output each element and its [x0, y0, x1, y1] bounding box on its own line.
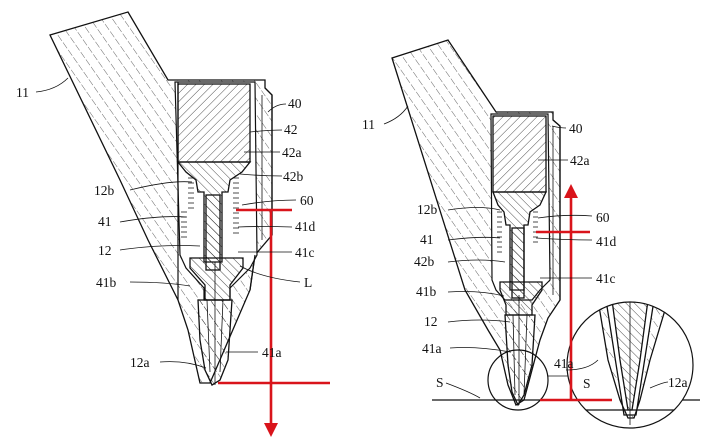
label-40-left: 40 [288, 96, 302, 111]
detail-circle-small [487, 349, 549, 411]
label-S-detail: S [583, 376, 591, 391]
detail-circle-large [566, 301, 694, 429]
red-arrowhead-down [264, 423, 278, 437]
label-41a-detail: 41a [554, 356, 574, 371]
label-41b-left: 41b [96, 275, 117, 290]
needle-41a-right [504, 314, 536, 407]
needle-edge-right-a [512, 314, 516, 396]
label-41c-left: 41c [295, 245, 315, 260]
spring-60-right [497, 211, 538, 253]
label-42b-right: 42b [414, 254, 435, 269]
detail-view [567, 302, 693, 428]
label-42a-left: 42a [282, 145, 302, 160]
label-41d-left: 41d [295, 219, 316, 234]
label-41-right: 41 [420, 232, 434, 247]
label-41c-right: 41c [596, 271, 616, 286]
label-40-right: 40 [569, 121, 583, 136]
label-60-left: 60 [300, 193, 314, 208]
label-L-left: L [304, 275, 312, 290]
cap-42-left [177, 83, 251, 163]
label-60-right: 60 [596, 210, 610, 225]
label-12b-left: 12b [94, 183, 115, 198]
red-measure-left [218, 208, 330, 425]
spring-60-left-a [188, 177, 194, 209]
leaders-left [35, 77, 301, 369]
red-measure-right [536, 196, 612, 402]
outer-contour-right [552, 119, 561, 300]
label-S-right: S [436, 375, 444, 390]
label-42b-left: 42b [283, 169, 304, 184]
leaders-right [383, 105, 669, 399]
label-41d-right: 41d [596, 234, 617, 249]
label-41a-left: 41a [262, 345, 282, 360]
needle-edge-left-b [219, 299, 224, 373]
label-41a-right: 41a [422, 341, 442, 356]
label-12-right: 12 [424, 314, 438, 329]
label-41b-right: 41b [416, 284, 437, 299]
label-11-left: 11 [16, 85, 29, 100]
label-12b-right: 12b [417, 202, 438, 217]
label-12a-detail: 12a [668, 375, 688, 390]
label-42-left: 42 [284, 122, 298, 137]
needle-edge-right-b [523, 314, 528, 396]
right-view: 11 40 42a 12b 60 41 41d 42b 41c 41b 12 4… [362, 39, 700, 429]
label-12-left: 12 [98, 243, 112, 258]
label-12a-left: 12a [130, 355, 150, 370]
spring-60-left-b [233, 177, 239, 214]
outer-contour-left [177, 82, 273, 300]
label-11-right: 11 [362, 117, 375, 132]
cap-42a-right [492, 115, 547, 193]
label-42a-right: 42a [570, 153, 590, 168]
left-view: 11 40 42 42a 42b 12b 60 41 41d 12 41c 41… [16, 11, 330, 437]
label-41-left: 41 [98, 214, 112, 229]
needle-edge-left-a [206, 299, 211, 373]
red-arrowhead-up [564, 184, 578, 198]
